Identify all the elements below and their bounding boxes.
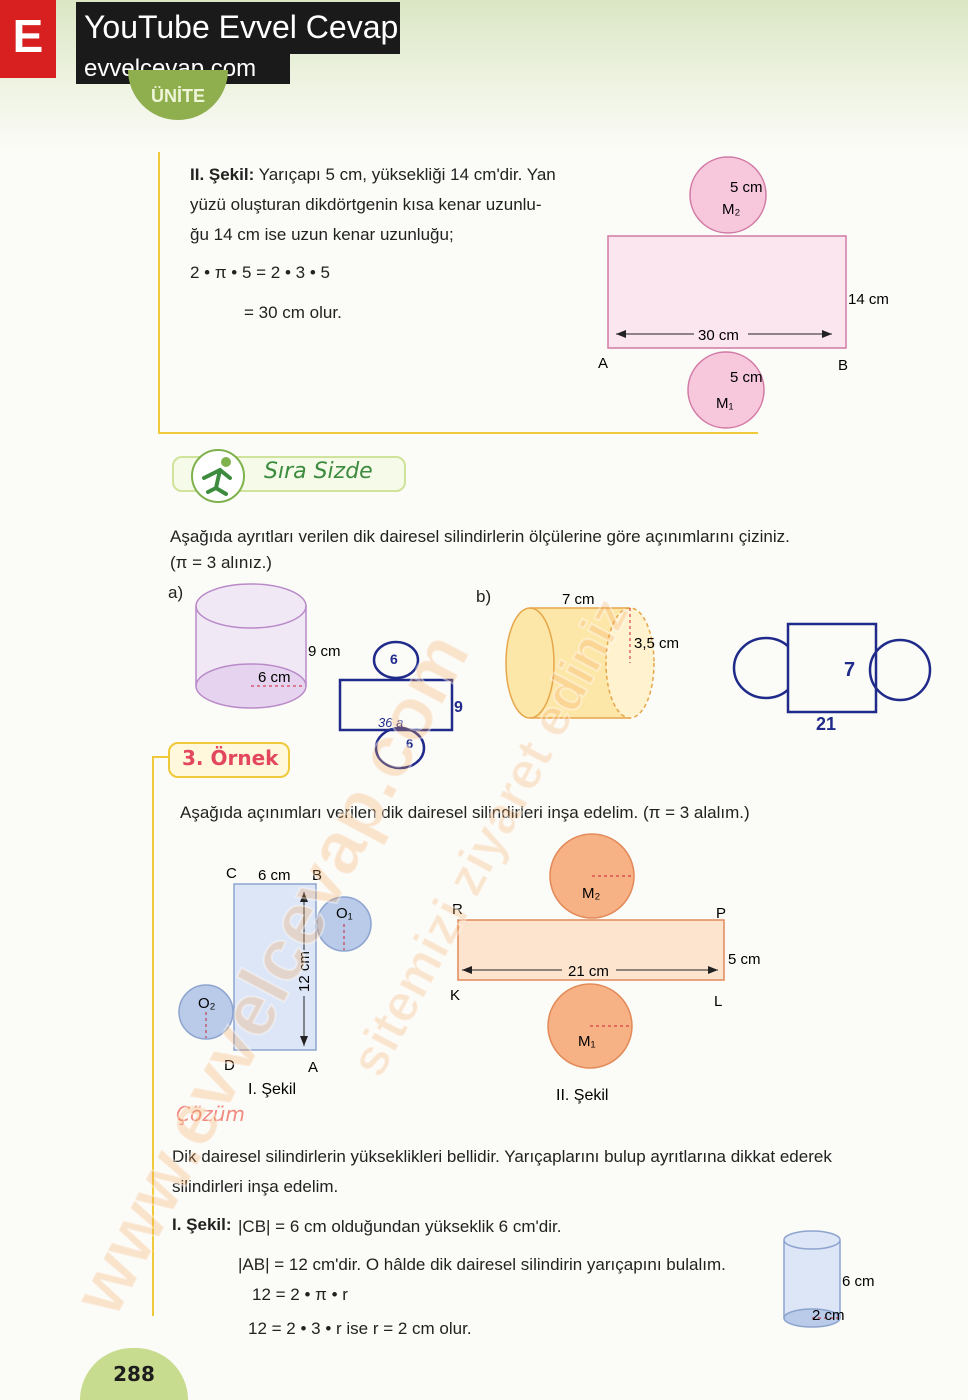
brand-badge: E [0,0,56,78]
net-figure-1: 12 cm C 6 cm B O₁ O₂ D A I. Şekil [178,865,372,1098]
top-label: 6 cm [258,867,291,884]
channel-title: YouTube Evvel Cevap [76,2,400,54]
radius-label: 5 cm [730,179,763,196]
cylinder-left-end [505,607,555,719]
center-m1: M₁ [578,1033,596,1050]
page-number: 288 [80,1348,188,1400]
section-frame [158,152,758,434]
solution-line: |AB| = 12 cm'dir. O hâlde dik dairesel s… [238,1255,726,1274]
part2-line: Yarıçapı 5 cm, yüksekliği 14 cm'dir. Yan [258,165,556,184]
part2-line: ğu 14 cm ise uzun kenar uzunluğu; [190,225,454,244]
height-label: 6 cm [842,1273,875,1290]
radius-label: 2 cm [812,1307,845,1324]
example-instruction: Aşağıda açınımları verilen dik dairesel … [180,803,750,822]
equation: 2 • π • 5 = 2 • 3 • 5 [190,263,330,282]
hand-label: 6 [406,736,413,751]
solution-intro: Dik dairesel silindirlerin yükseklikleri… [172,1147,832,1166]
solution-cylinder: 6 cm 2 cm [783,1230,875,1328]
vertex-b: B [838,357,848,374]
hand-square [786,622,878,714]
side-label: 12 cm [296,951,313,992]
solution-title: Çözüm [176,1102,245,1126]
center-m2: M₂ [582,885,600,902]
vertex-r: R [452,901,463,918]
vertex-l: L [714,993,722,1010]
part2-text: II. Şekil: Yarıçapı 5 cm, yüksekliği 14 … [190,160,580,328]
cylinder-top [195,583,307,629]
center-o2: O₂ [198,995,216,1012]
example-title: 3. Örnek [182,746,279,770]
hand-label: 36 a [378,715,403,730]
caption: I. Şekil [248,1081,296,1098]
radius-label: 3,5 cm [634,635,679,652]
center-o1: O₁ [336,905,353,922]
hand-label: 21 [816,714,836,734]
vertex-p: P [716,905,726,922]
sira-sizde-title: Sıra Sizde [264,459,373,484]
vertex-b: B [312,867,322,884]
vertex-a: A [308,1059,318,1076]
vertex-a: A [598,355,608,372]
net-figure-30cm: 30 cm 5 cm M₂ 14 cm A B 5 cm M₁ [598,156,889,429]
arrow-head [822,330,832,338]
item-b-label: b) [476,587,492,606]
sira-sizde-instruction: Aşağıda ayrıtları verilen dik dairesel s… [170,527,790,546]
example-frame [152,756,172,1316]
hand-rectangle [338,678,454,732]
vertex-k: K [450,987,460,1004]
cylinder-a-figure: 9 cm 6 cm 6 9 36 a 6 [195,583,463,770]
width-label: 30 cm [698,327,739,344]
equation: = 30 cm olur. [244,303,342,322]
top-circle [689,156,767,234]
solution-line: |CB| = 6 cm olduğundan yükseklik 6 cm'di… [238,1217,562,1236]
solution-heading: I. Şekil: [172,1215,232,1234]
center-label: M₂ [722,201,740,218]
caption: II. Şekil [556,1087,608,1104]
length-label: 7 cm [562,591,595,608]
radius-label: 6 cm [258,669,291,686]
hand-circle-right [868,638,932,702]
label-bg [694,326,748,342]
radius-label: 5 cm [730,369,763,386]
height-label: 9 cm [308,643,341,660]
hand-circle-bottom [374,726,426,770]
height-label: 14 cm [848,291,889,308]
width-label: 21 cm [568,963,609,980]
part2-line: yüzü oluşturan dikdörtgenin kısa kenar u… [190,195,542,214]
vertex-c: C [226,865,237,882]
cylinder-b-figure: 7 cm 3,5 cm 7 21 [505,591,932,734]
hand-circle-top [372,640,420,680]
vertex-d: D [224,1057,235,1074]
hand-label: 9 [454,699,463,716]
hand-label: 6 [390,651,398,667]
bottom-circle [687,351,765,429]
runner-icon [191,449,245,503]
item-a-label: a) [168,583,184,602]
example-banner [168,742,290,778]
solution-intro: silindirleri inşa edelim. [172,1177,339,1196]
solution-equation: 12 = 2 • 3 • r ise r = 2 cm olur. [248,1319,472,1338]
solution-equation: 12 = 2 • π • r [252,1285,348,1304]
height-label: 5 cm [728,951,761,968]
pi-note: (π = 3 alınız.) [170,553,272,572]
hand-label: 7 [844,659,855,681]
arrow-head [616,330,626,338]
net-figure-2: 21 cm M₂ M₁ R P K L 5 cm II. Şekil [450,833,761,1104]
part2-heading: II. Şekil: [190,165,255,184]
center-label: M₁ [716,395,734,412]
